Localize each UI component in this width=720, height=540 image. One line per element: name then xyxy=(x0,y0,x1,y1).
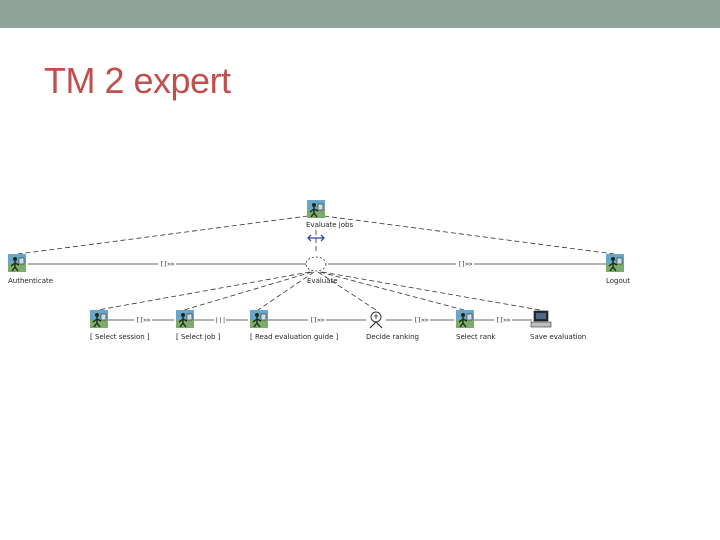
task-label: Save evaluation xyxy=(530,333,586,341)
abstract-task-icon xyxy=(306,199,326,219)
task-label: Decide ranking xyxy=(366,333,419,341)
operator-enable-left: []>> xyxy=(160,261,175,268)
task-label: Select rank xyxy=(456,333,496,341)
user-task-icon xyxy=(455,309,475,329)
task-label: [ Select job ] xyxy=(176,333,221,341)
operator-enabling-info: []>> xyxy=(310,317,325,324)
operator-labels: []>> []>> []>> ||| []>> []>> []>> xyxy=(134,260,512,324)
operator-sequence: []>> xyxy=(414,317,429,324)
user-task-icon xyxy=(89,309,109,329)
task-label: Logout xyxy=(606,277,630,285)
user-task-icon xyxy=(605,253,625,273)
task-label: [ Read evaluation guide ] xyxy=(250,333,339,341)
root-task-node[interactable]: Evaluate jobs xyxy=(306,199,353,242)
user-task-icon xyxy=(175,309,195,329)
operator-enable-1: []>> xyxy=(136,317,151,324)
task-node-authenticate[interactable]: Authenticate xyxy=(7,253,53,285)
slide-title: TM 2 expert xyxy=(44,60,231,101)
task-node-decide-ranking[interactable]: Decide ranking xyxy=(366,311,419,341)
task-node-select-session[interactable]: [ Select session ] xyxy=(89,309,150,341)
cognitive-task-icon xyxy=(369,311,383,329)
task-node-select-rank[interactable]: Select rank xyxy=(455,309,496,341)
task-node-logout[interactable]: Logout xyxy=(605,253,630,285)
task-node-select-job[interactable]: [ Select job ] xyxy=(175,309,221,341)
operator-sequence-2: []>> xyxy=(496,317,511,324)
user-task-icon xyxy=(7,253,27,273)
task-node-read-guide[interactable]: [ Read evaluation guide ] xyxy=(249,309,339,341)
user-task-icon xyxy=(249,309,269,329)
task-label: Evaluate xyxy=(307,277,338,285)
top-bar xyxy=(0,0,720,28)
task-label: Authenticate xyxy=(8,277,53,285)
task-node-evaluate[interactable]: Evaluate xyxy=(305,256,338,285)
operator-concurrent: ||| xyxy=(215,317,226,324)
root-task-label: Evaluate jobs xyxy=(306,221,353,229)
evaluate-connectors xyxy=(97,271,541,311)
task-label: [ Select session ] xyxy=(90,333,150,341)
computer-task-icon xyxy=(530,310,552,328)
operator-enable-right: []>> xyxy=(458,261,473,268)
task-node-save-evaluation[interactable]: Save evaluation xyxy=(530,310,586,341)
root-connectors xyxy=(17,215,615,255)
expand-arrow-icon[interactable] xyxy=(307,234,325,242)
abstract-task-icon xyxy=(305,256,327,272)
